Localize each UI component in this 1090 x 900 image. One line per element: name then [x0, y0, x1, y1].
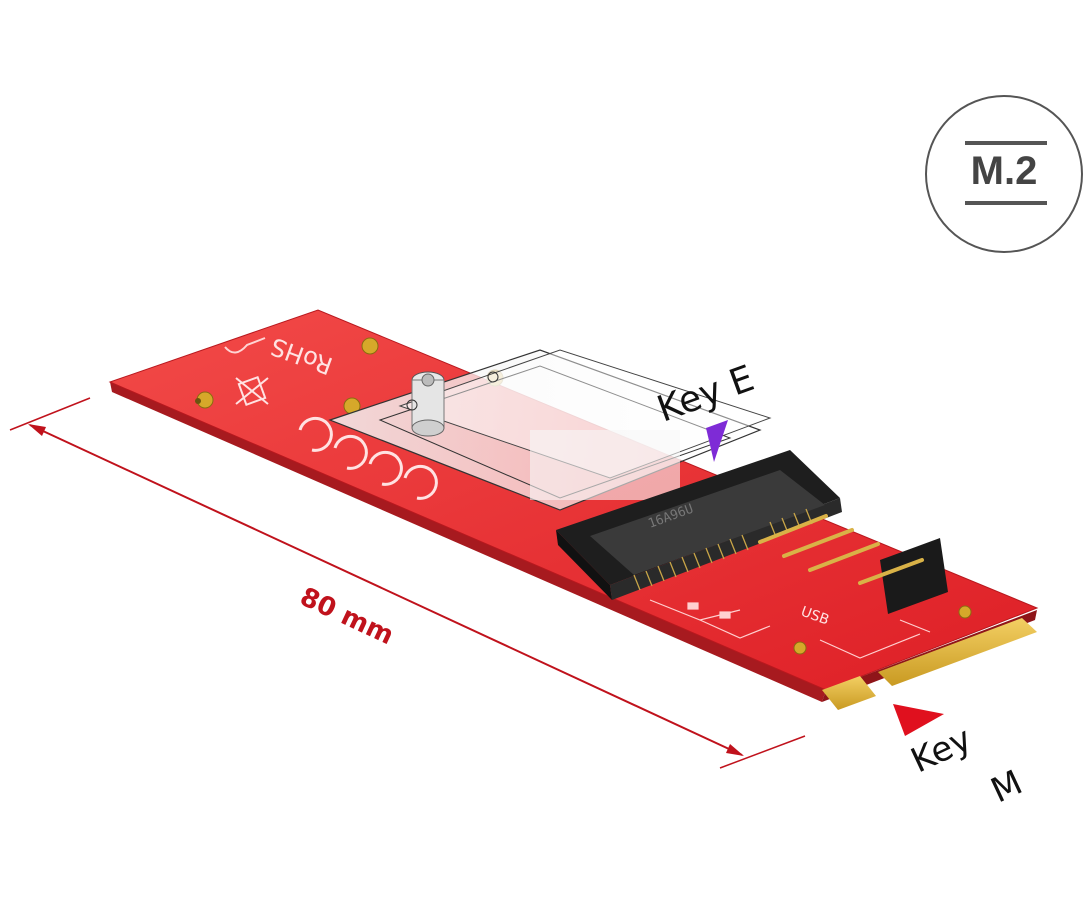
m2-badge: M.2: [925, 95, 1083, 253]
pin-header: [758, 514, 948, 614]
key-m-marker: [893, 704, 944, 736]
badge-overline: [965, 141, 1047, 145]
badge-text: M.2: [970, 149, 1038, 193]
weee-icon: [235, 375, 269, 407]
pcb-edge: [110, 382, 826, 702]
key-e-marker: [706, 420, 728, 462]
gold-edge-connector: [822, 618, 1037, 710]
m2-socket: 16A96U: [556, 450, 842, 600]
ce-fcc-icon: [298, 416, 438, 500]
badge-underline: [965, 201, 1047, 205]
key-e-card: [328, 349, 772, 511]
dimension-line: [9, 397, 806, 769]
circuit-traces: [649, 599, 931, 659]
